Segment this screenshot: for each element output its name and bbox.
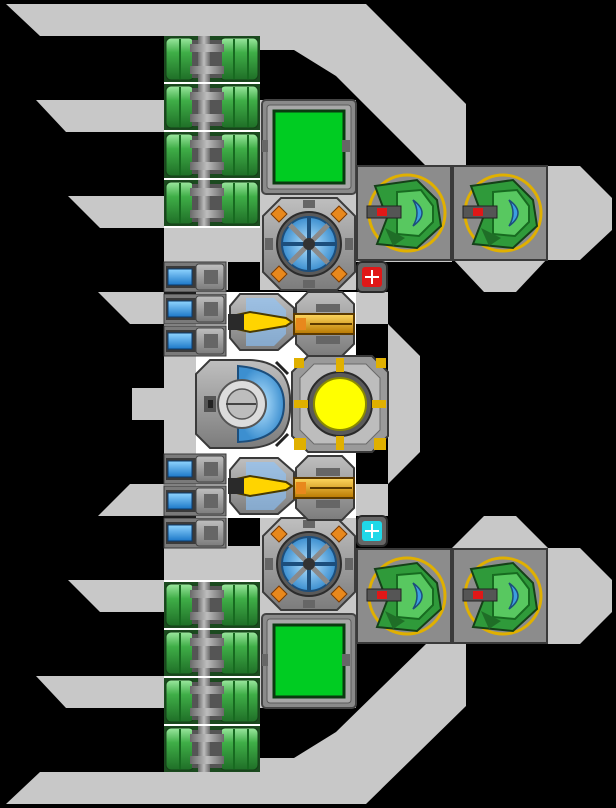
green-turret-icon[interactable] (451, 164, 549, 262)
cyan-sensor-icon[interactable] (356, 515, 388, 547)
gold-cannon-icon[interactable] (293, 291, 355, 357)
green-turret-icon[interactable] (355, 164, 453, 262)
blue-thruster-icon[interactable] (163, 453, 227, 549)
cockpit-screen-icon[interactable] (260, 98, 358, 196)
cockpit-screen-icon[interactable] (260, 612, 358, 710)
fan-generator-icon[interactable] (263, 518, 355, 610)
yellow-missile-icon[interactable] (227, 293, 295, 351)
fan-generator-icon[interactable] (263, 198, 355, 290)
hull (6, 4, 612, 804)
green-turret-icon[interactable] (355, 547, 453, 645)
yellow-missile-icon[interactable] (227, 457, 295, 515)
blue-thruster-icon[interactable] (163, 261, 227, 357)
red-sensor-icon[interactable] (356, 261, 388, 293)
gold-cannon-icon[interactable] (293, 455, 355, 521)
reactor-core-icon[interactable] (291, 355, 389, 453)
green-turret-icon[interactable] (451, 547, 549, 645)
shield-dome-icon[interactable] (195, 359, 292, 449)
